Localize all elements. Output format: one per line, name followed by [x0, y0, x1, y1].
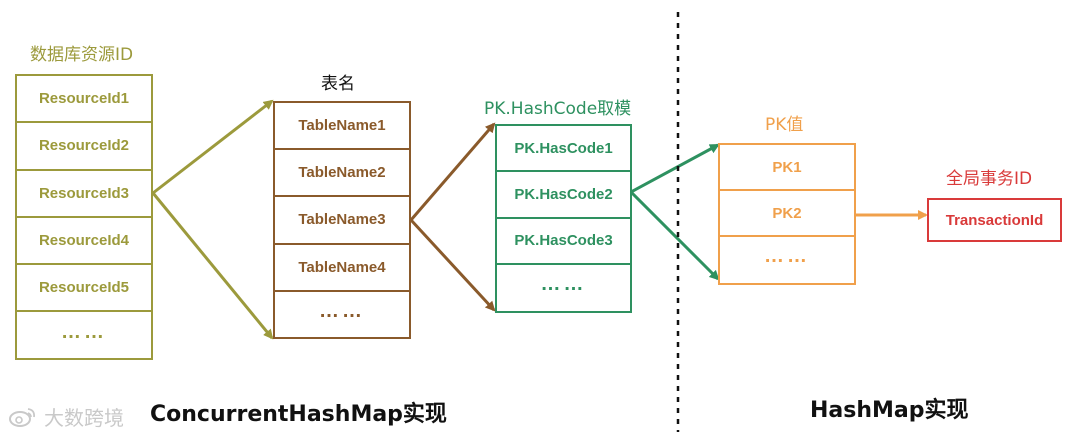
hash-cell: PK.HasCode1	[497, 126, 630, 173]
arrow-resource3-to-table-bottom	[151, 192, 274, 340]
table-cell: TableName2	[275, 150, 409, 198]
resource-cell: ResourceId2	[17, 123, 151, 171]
pk-column-title: PK值	[765, 115, 804, 135]
transaction-title: 全局事务ID	[946, 169, 1033, 189]
resource-cell: ResourceId4	[17, 218, 151, 266]
concurrent-hashmap-label: ConcurrentHashMap实现	[150, 402, 447, 427]
table-cell: TableName1	[275, 103, 409, 151]
table-column-title: 表名	[321, 74, 355, 94]
hash-cell: PK.HasCode2	[497, 172, 630, 219]
resource-cell: ResourceId1	[17, 76, 151, 124]
hash-column-title: PK.HashCode取模	[484, 99, 632, 119]
hash-cell: ……	[540, 272, 587, 295]
arrow-table3-to-hash-bottom	[409, 218, 496, 312]
pk-cell: PK1	[720, 145, 854, 191]
resource-cell: ResourceId3	[17, 171, 151, 218]
watermark: 大数跨境	[8, 402, 124, 431]
transaction-cell-list: TransactionId	[929, 200, 1060, 240]
pk-cell: PK2	[720, 191, 854, 237]
table-cell: ……	[319, 299, 365, 322]
arrow-hash2-to-pk-bottom	[629, 190, 720, 281]
resource-column-title: 数据库资源ID	[30, 45, 134, 65]
transaction-box: TransactionId	[927, 198, 1062, 242]
arrow-table3-to-hash-top	[409, 122, 496, 221]
table-cell: TableName3	[275, 197, 409, 245]
pk-cell: ……	[764, 244, 810, 267]
resource-cell: ……	[61, 320, 107, 343]
hash-cell: PK.HasCode3	[497, 219, 630, 265]
table-cell: TableName4	[275, 245, 409, 292]
watermark-text: 大数跨境	[44, 406, 124, 430]
hashmap-label: HashMap实现	[810, 398, 969, 423]
weibo-logo-icon	[8, 406, 38, 428]
transaction-cell: TransactionId	[945, 211, 1044, 229]
arrow-hash2-to-pk-top	[630, 143, 720, 194]
arrow-resource3-to-table-top	[152, 99, 274, 195]
resource-cell: ResourceId5	[17, 265, 151, 313]
